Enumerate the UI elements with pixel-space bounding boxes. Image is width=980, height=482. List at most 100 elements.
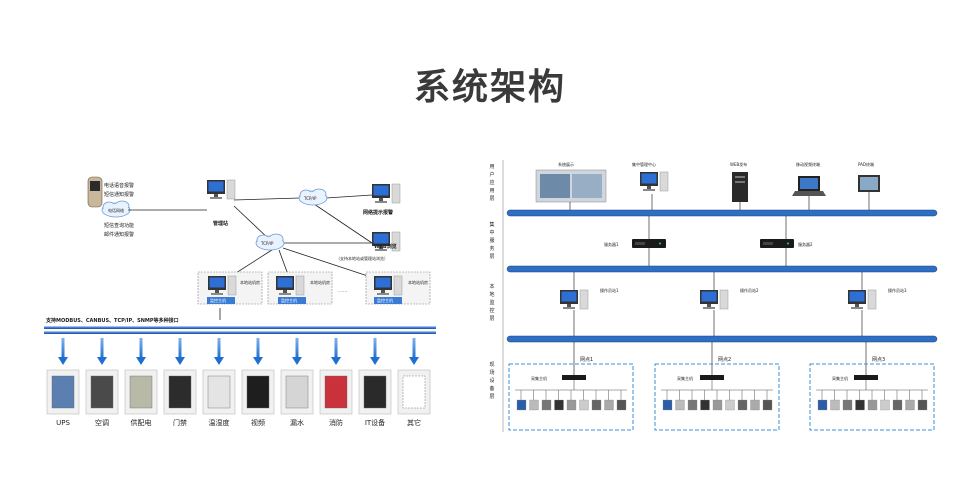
collector-icon: [854, 375, 878, 380]
station-ellipsis: ......: [338, 288, 348, 294]
phone-icon: [87, 176, 103, 208]
display-system: [535, 169, 607, 203]
email-alarm: 邮件通知报警: [104, 231, 134, 238]
local-layer-bus: [506, 335, 938, 343]
server-1-icon: [632, 239, 666, 248]
down-arrow-icon: [58, 338, 68, 365]
field-sensor-icon: [905, 399, 915, 411]
alert-phone-voice: 电话语音报警: [104, 182, 134, 189]
page-title: 系统架构: [413, 67, 566, 108]
field-sensor-icon: [917, 399, 928, 411]
device-label: 门禁: [173, 418, 187, 427]
layer-label-char: 现: [489, 362, 494, 368]
device-5: 温湿度: [202, 369, 236, 427]
layer-label-char: 地: [489, 291, 494, 298]
layer-label-char: 户: [489, 171, 494, 178]
layer-label-char: 服: [489, 238, 494, 244]
collector-icon: [700, 375, 724, 380]
phone-network-label: 电话网络: [108, 207, 124, 213]
field-sensor-icon: [662, 399, 673, 411]
field-sensor-icon: [604, 399, 614, 411]
device-icon: [246, 375, 270, 409]
pad-terminal-icon: [858, 175, 880, 192]
workstations: 操作员站1 操作员站2 操作员站3: [559, 272, 907, 336]
local-station-label: 本地站机房: [310, 279, 330, 285]
local-station-2: 监控主机 本地站机房: [267, 271, 333, 305]
field-sensor-icon: [725, 399, 735, 411]
device-icon: [168, 375, 192, 409]
device-label: 温湿度: [209, 418, 230, 427]
device-icon: [129, 375, 153, 409]
device-icon: [363, 375, 387, 409]
field-sensor-icon: [700, 399, 710, 411]
layer-label-char: 务: [489, 245, 494, 252]
web-browse-label: WEB浏览: [374, 243, 397, 250]
field-sensor-icon: [516, 399, 527, 411]
field-sensor-icon: [842, 399, 853, 411]
field-sensor-icon: [750, 399, 760, 411]
layer-label-char: 层: [489, 316, 494, 322]
top-device-label-0: 系统展示: [558, 161, 574, 167]
layer-label-char: 本: [489, 283, 494, 290]
field-sensor-icon: [867, 399, 878, 411]
net-point-frame: [654, 363, 780, 431]
layer-label-char: 监: [489, 299, 494, 306]
field-sensor-icon: [880, 399, 890, 411]
workstation-label: 操作员站2: [740, 287, 759, 293]
layer-label-char: 场: [489, 369, 494, 376]
net-point-label: 网点2: [718, 357, 731, 363]
field-sensor-icon: [554, 399, 564, 411]
device-4: 门禁: [163, 369, 197, 427]
field-sensor-icon: [762, 399, 773, 411]
local-station-1: 监控主机 本地站机房: [197, 271, 263, 305]
server-2-icon: [760, 239, 794, 248]
collector-label: 采集主机: [677, 375, 693, 381]
workstation-1: 操作员站1: [559, 272, 619, 336]
layer-label-char: 用: [489, 188, 494, 194]
central-mgmt-pc-icon: [639, 171, 669, 192]
field-sensor-icon: [616, 399, 627, 411]
device-3: 供配电: [124, 369, 158, 427]
management-station-pc-icon: [206, 179, 236, 200]
local-station-label: 本地站机房: [408, 279, 428, 285]
field-sensor-icon: [591, 399, 602, 411]
net-point-frame: [508, 363, 634, 431]
field-sensor-icon: [579, 399, 589, 411]
workstation-pc-icon: [847, 289, 877, 310]
device-icon: [51, 375, 75, 409]
network-alarm-pc-icon: [371, 183, 401, 204]
device-label: 空调: [95, 418, 109, 427]
app-layer-bus: [506, 209, 938, 217]
field-sensor-icon: [737, 399, 748, 411]
web-browse-note: （支持本地站或管理站浏览）: [336, 255, 388, 261]
interface-bus-label: 支持MODBUS、CANBUS、TCP/IP、SNMP等多种接口: [45, 317, 179, 324]
device-label: 其它: [407, 418, 421, 427]
management-station-label: 管理站: [213, 220, 228, 227]
down-arrow-icon: [370, 338, 380, 365]
net-point-label: 网点3: [872, 357, 885, 363]
monitor-host-label: 监控主机: [281, 297, 297, 303]
monitor-host-label: 监控主机: [377, 297, 393, 303]
device-label: IT设备: [365, 418, 385, 427]
device-label: 消防: [329, 418, 343, 427]
layer-label-char: 备: [489, 385, 494, 392]
layer-label-char: 层: [489, 254, 494, 260]
down-arrow-icon: [331, 338, 341, 365]
workstation-pc-icon: [559, 289, 589, 310]
top-device-label-3: 移动视频终端: [796, 161, 820, 167]
layer-label-char: 用: [489, 164, 494, 170]
interface-bus-top: [44, 326, 436, 329]
top-connectors: [569, 192, 870, 266]
field-sensor-icon: [817, 399, 828, 411]
device-icon: [402, 375, 426, 409]
left-architecture: 电话语音报警 短信通知报警 电话网络 短信查询功能 邮件通知报警 管理站 TCP…: [44, 176, 436, 427]
tcpip-label-mid: TCP/IP: [260, 241, 274, 246]
device-1: UPS: [46, 369, 80, 427]
workstation-label: 操作员站3: [888, 287, 907, 293]
top-device-label-2: WEB发布: [730, 161, 747, 167]
down-arrow-icon: [136, 338, 146, 365]
